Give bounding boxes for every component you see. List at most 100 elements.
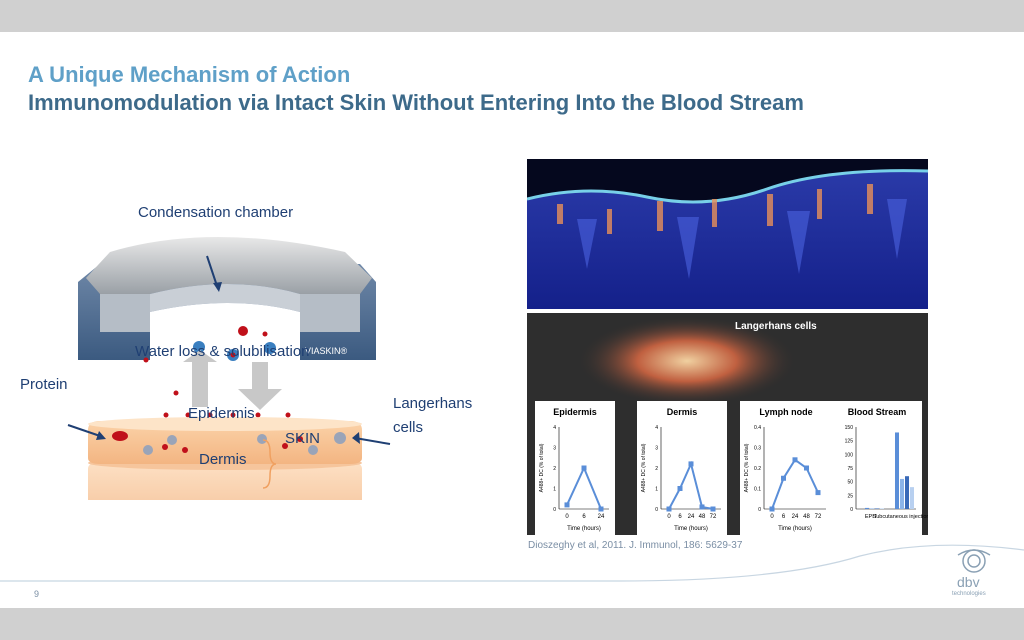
chart-title: Lymph node (759, 407, 812, 417)
bar (895, 432, 899, 509)
y-tick-label: 2 (553, 466, 556, 472)
bar (900, 478, 904, 509)
bar (875, 508, 879, 509)
down-arrow-icon (238, 362, 282, 410)
x-tick-label: 48 (699, 514, 706, 520)
y-tick-label: 100 (845, 452, 854, 458)
y-tick-label: 150 (845, 425, 854, 431)
data-point (769, 506, 775, 512)
y-tick-label: 0.3 (754, 446, 761, 452)
pointer-arrow-icon (354, 437, 391, 445)
chart-background (740, 401, 832, 535)
slide-title: A Unique Mechanism of Action (28, 62, 351, 87)
citation: Dioszeghy et al, 2011. J. Immunol, 186: … (528, 540, 743, 551)
dbv-logo (957, 549, 991, 573)
epidermis-label: Epidermis (188, 405, 255, 422)
data-point (666, 506, 672, 512)
y-tick-label: 3 (553, 446, 556, 452)
y-tick-label: 1 (553, 487, 556, 493)
protein-label: Protein (20, 376, 68, 393)
y-axis-label: A488+ DC (% of total) (539, 443, 545, 492)
y-tick-label: 2 (655, 466, 658, 472)
chart-title: Dermis (667, 407, 698, 417)
dermis-label: Dermis (199, 451, 247, 468)
x-tick-label: 6 (582, 514, 586, 520)
data-point (781, 475, 786, 481)
logo-wordmark: dbv (957, 574, 980, 590)
y-tick-label: 0 (553, 507, 556, 513)
y-tick-label: 3 (655, 446, 658, 452)
x-tick-label: 24 (598, 514, 605, 520)
slide-subtitle: Immunomodulation via Intact Skin Without… (28, 90, 804, 115)
x-tick-label: 6 (678, 514, 682, 520)
data-point (792, 457, 798, 463)
langerhans-cell-image (577, 316, 797, 406)
water-loss-label: Water loss & solubilisation (135, 343, 310, 360)
up-arrow-icon (183, 350, 217, 407)
x-axis-label: Time (hours) (567, 526, 601, 532)
y-tick-label: 125 (845, 439, 854, 445)
condensation-chamber-label: Condensation chamber (138, 204, 294, 221)
device-brand: VIASKIN® (305, 346, 348, 356)
bar (865, 507, 869, 509)
skin-layers (88, 417, 362, 500)
x-tick-label: 24 (688, 514, 695, 520)
chart-background (535, 401, 615, 535)
viaskin-diagram: VIASKIN® (67, 237, 391, 500)
x-axis-label: Time (hours) (674, 526, 708, 532)
data-point (710, 506, 716, 512)
y-tick-label: 0.4 (754, 425, 761, 431)
data-point (581, 465, 587, 471)
page-number: 9 (34, 589, 40, 599)
chart-title: Blood Stream (848, 407, 907, 417)
x-tick-label: 72 (710, 514, 717, 520)
langerhans-label: Langerhans (393, 395, 473, 412)
y-tick-label: 50 (847, 480, 853, 486)
y-tick-label: 1 (655, 487, 658, 493)
bar (870, 508, 874, 509)
bar (910, 487, 914, 509)
data-point (699, 504, 705, 510)
chart-title: Epidermis (553, 407, 597, 417)
y-axis-label: A488+ DC (% of total) (641, 443, 647, 492)
x-tick-label: 72 (815, 514, 822, 520)
skin-label: SKIN (285, 430, 321, 447)
langerhans-cell-icon (143, 432, 346, 455)
x-tick-label: 0 (667, 514, 671, 520)
y-tick-label: 0 (850, 507, 853, 513)
y-tick-label: 0 (758, 507, 761, 513)
y-tick-label: 0.2 (754, 466, 761, 472)
x-tick-label: Subcutaneous injection (873, 514, 928, 520)
y-tick-label: 4 (655, 425, 658, 431)
x-tick-label: 0 (565, 514, 569, 520)
x-tick-label: EPIT (865, 514, 878, 520)
pointer-arrow-icon (67, 424, 104, 438)
data-point (688, 461, 694, 467)
protein-icon (112, 431, 128, 441)
y-tick-label: 0 (655, 507, 658, 513)
bar (880, 508, 884, 509)
slide: A Unique Mechanism of Action Immunomodul… (0, 32, 1024, 608)
y-tick-label: 75 (847, 466, 853, 472)
x-tick-label: 48 (803, 514, 810, 520)
y-tick-label: 25 (847, 493, 853, 499)
data-point (815, 490, 821, 496)
x-tick-label: 6 (782, 514, 786, 520)
x-tick-label: 0 (770, 514, 774, 520)
droplet-icon (264, 342, 276, 354)
y-tick-label: 4 (553, 425, 556, 431)
y-tick-label: 0.1 (754, 487, 761, 493)
chart-background (832, 401, 922, 535)
data-point (564, 502, 570, 508)
langerhans-panel-title: Langerhans cells (735, 321, 817, 332)
skin-microscopy-image (527, 159, 928, 309)
droplet-icon (193, 341, 205, 353)
data-point (598, 506, 604, 512)
x-tick-label: 24 (792, 514, 799, 520)
chart-background (637, 401, 727, 535)
logo-subtext: technologies (952, 591, 986, 597)
langerhans-label-cells: cells (393, 419, 424, 436)
data-point (804, 465, 809, 471)
